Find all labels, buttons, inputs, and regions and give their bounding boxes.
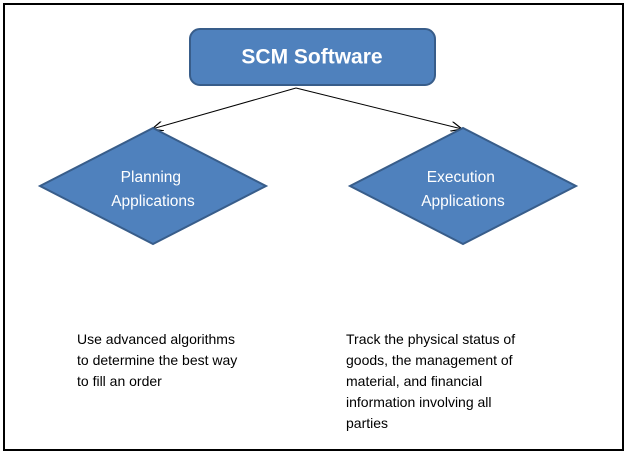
planning-description-line: Use advanced algorithms bbox=[77, 331, 235, 347]
execution-label-line-1: Execution bbox=[427, 169, 495, 186]
execution-description-line: goods, the management of bbox=[346, 352, 513, 368]
planning-label-line-2: Applications bbox=[111, 193, 195, 210]
planning-description-line: to fill an order bbox=[77, 373, 162, 389]
root-node-box bbox=[189, 28, 436, 86]
planning-description-line: to determine the best way bbox=[77, 352, 238, 368]
execution-description-line: information involving all bbox=[346, 394, 492, 410]
execution-applications-node: Execution Applications bbox=[347, 126, 579, 246]
planning-description: Use advanced algorithms to determine the… bbox=[77, 329, 282, 392]
execution-description-line: parties bbox=[346, 415, 389, 431]
root-node: SCM Software bbox=[189, 28, 436, 86]
root-node-label: SCM Software bbox=[241, 46, 382, 69]
connector-root-to-planning bbox=[152, 87, 297, 129]
execution-description-line: material, and financial bbox=[346, 373, 483, 389]
execution-label-line-2: Applications bbox=[421, 193, 505, 210]
execution-applications-label: Execution Applications bbox=[421, 169, 505, 210]
planning-label-line-1: Planning bbox=[121, 169, 181, 186]
execution-description-line: Track the physical status of bbox=[346, 331, 516, 347]
connector-root-to-execution bbox=[295, 87, 462, 129]
planning-applications-label: Planning Applications bbox=[111, 169, 195, 210]
planning-applications-diamond bbox=[37, 126, 269, 246]
planning-applications-node: Planning Applications bbox=[37, 126, 269, 246]
execution-description: Track the physical status of goods, the … bbox=[346, 329, 556, 434]
execution-applications-diamond bbox=[347, 126, 579, 246]
